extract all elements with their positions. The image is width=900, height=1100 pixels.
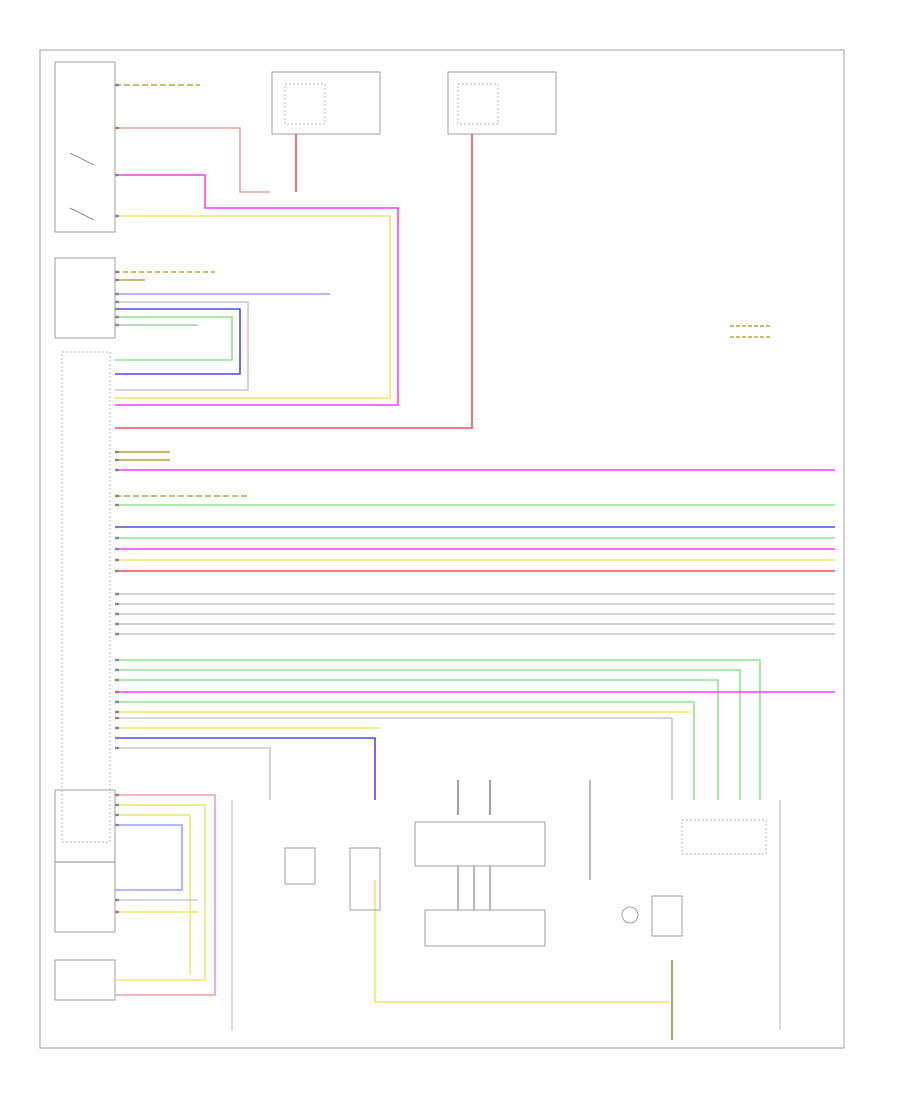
right-mini-connector bbox=[730, 325, 770, 338]
connector-pin bbox=[115, 668, 119, 672]
connector-pin bbox=[115, 632, 119, 636]
connector-pin bbox=[115, 716, 119, 720]
wire-clock-4 bbox=[115, 301, 249, 391]
connector-pin bbox=[115, 468, 119, 472]
connector-pin bbox=[115, 558, 119, 562]
connector-pin bbox=[115, 746, 119, 750]
connector-pins bbox=[115, 83, 119, 914]
wire-bottom-yellow bbox=[374, 880, 670, 1003]
fuse-box-top-center bbox=[271, 71, 381, 135]
connector-pin bbox=[115, 622, 119, 626]
connector-pin bbox=[115, 658, 119, 662]
connector-pin bbox=[115, 173, 119, 177]
connector-pin bbox=[115, 494, 119, 498]
connector-pin bbox=[115, 126, 119, 130]
connector-pin bbox=[115, 525, 119, 529]
wire-sensor-yellow-2 bbox=[115, 814, 191, 975]
top-left-switch-module bbox=[54, 61, 116, 233]
connector-pin bbox=[115, 503, 119, 507]
wire-sensor-purple bbox=[115, 824, 183, 891]
wire-group bbox=[115, 84, 835, 1040]
lower-left-sensor-module bbox=[54, 789, 116, 1001]
connector-pin bbox=[115, 898, 119, 902]
connector-pin bbox=[115, 803, 119, 807]
connector-pin bbox=[115, 323, 119, 327]
connector-pin bbox=[115, 710, 119, 714]
connector-pin bbox=[115, 214, 119, 218]
connector-pin bbox=[115, 300, 119, 304]
right-dividers bbox=[231, 800, 781, 1030]
connector-pin bbox=[115, 292, 119, 296]
connector-pin bbox=[115, 458, 119, 462]
connector-pin bbox=[115, 793, 119, 797]
connector-pin bbox=[115, 278, 119, 282]
connector-pin bbox=[115, 690, 119, 694]
wire-sensor-red bbox=[115, 794, 216, 996]
connector-pin bbox=[115, 910, 119, 914]
connector-pin bbox=[115, 678, 119, 682]
wire-fuse-right bbox=[115, 134, 473, 429]
fuse-box-top-right bbox=[447, 71, 557, 135]
diagram-frame bbox=[39, 49, 845, 1049]
connector-pin bbox=[115, 726, 119, 730]
wire-switch-3 bbox=[115, 174, 399, 406]
connector-pin bbox=[115, 536, 119, 540]
connector-pin bbox=[115, 602, 119, 606]
connector-pin bbox=[115, 700, 119, 704]
clock-spring-module bbox=[54, 257, 116, 339]
connector-pin bbox=[115, 315, 119, 319]
instrument-cluster-outline bbox=[61, 351, 111, 843]
wire-clock-6 bbox=[115, 316, 233, 361]
wire-low-green-2 bbox=[115, 669, 741, 800]
wire-low-green-1 bbox=[115, 659, 761, 800]
wire-low-gray bbox=[115, 717, 673, 800]
connector-pin bbox=[115, 547, 119, 551]
connector-pin bbox=[115, 736, 119, 740]
wire-switch-2 bbox=[115, 127, 270, 193]
wire-low-blue bbox=[115, 737, 376, 800]
connector-pin bbox=[115, 823, 119, 827]
wire-switch-4 bbox=[115, 215, 391, 399]
wire-clock-5 bbox=[115, 308, 241, 375]
wire-sensor-yellow-1 bbox=[115, 804, 206, 981]
connector-pin bbox=[115, 813, 119, 817]
wire-low-green-4 bbox=[115, 701, 695, 800]
connector-pin bbox=[115, 307, 119, 311]
connector-pin bbox=[115, 270, 119, 274]
connector-pin bbox=[115, 83, 119, 87]
connector-pin bbox=[115, 450, 119, 454]
connector-pin bbox=[115, 569, 119, 573]
wire-low-gray-2 bbox=[115, 747, 271, 800]
wire-low-green-3 bbox=[115, 679, 719, 800]
lower-modules bbox=[284, 819, 767, 947]
connector-pin bbox=[115, 592, 119, 596]
connector-pin bbox=[115, 612, 119, 616]
